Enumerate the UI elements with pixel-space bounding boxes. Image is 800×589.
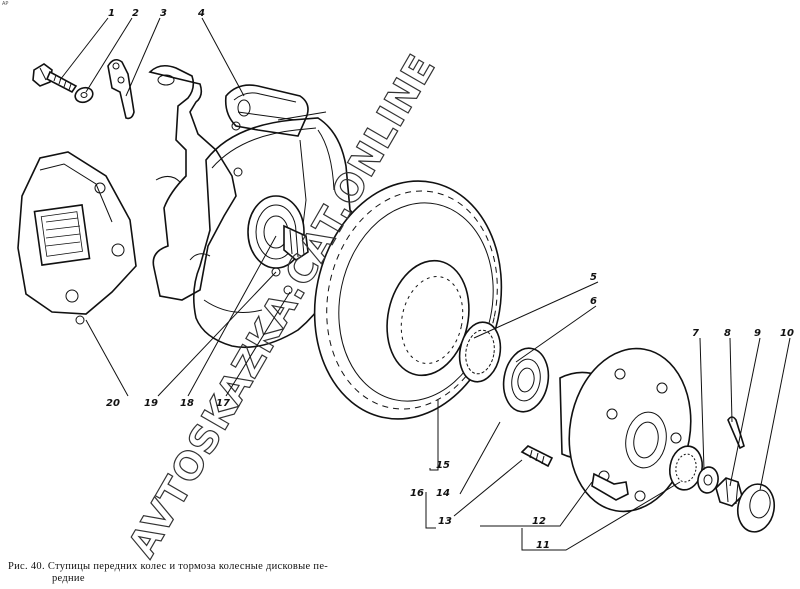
inner-bearing-part	[458, 321, 550, 413]
callout-8: 8	[724, 328, 731, 339]
callout-2: 2	[132, 8, 139, 19]
callout-18: 18	[180, 398, 194, 409]
wheel-stud-part	[520, 445, 629, 501]
spindle-part	[247, 195, 309, 295]
cotter-pin-part	[727, 416, 745, 450]
callout-7: 7	[692, 328, 699, 339]
callout-labels: 1 2 3 4 5 6 7 8 9 10 11 12 13 14 15 16 1…	[106, 8, 794, 551]
washer-part	[74, 86, 94, 104]
thrust-washer-part	[697, 466, 719, 494]
callout-15: 15	[436, 460, 450, 471]
callout-17: 17	[216, 398, 230, 409]
lock-plate-part	[107, 58, 135, 120]
brake-disc-part	[313, 180, 503, 420]
callout-1: 1	[108, 8, 115, 19]
hub-cap-part	[736, 483, 776, 533]
callout-10: 10	[780, 328, 794, 339]
bolt-part	[32, 63, 78, 94]
callout-5: 5	[590, 272, 597, 283]
caption-line-2: редние	[52, 573, 85, 584]
callout-9: 9	[754, 328, 761, 339]
callout-3: 3	[160, 8, 167, 19]
hub-nut-part	[715, 477, 743, 507]
leader-lines	[59, 17, 791, 551]
wheel-hub-part	[559, 347, 692, 513]
callout-16: 16	[410, 488, 424, 499]
callout-6: 6	[590, 296, 597, 307]
steering-knuckle-part	[148, 64, 309, 301]
callout-11: 11	[536, 540, 550, 551]
callout-20: 20	[106, 398, 120, 409]
callout-19: 19	[144, 398, 158, 409]
callout-14: 14	[436, 488, 450, 499]
callout-4: 4	[197, 8, 205, 19]
figure-caption: Рис. 40. Ступицы передних колес и тормоз…	[8, 561, 428, 585]
callout-13: 13	[438, 516, 452, 527]
caption-line-1: Рис. 40. Ступицы передних колес и тормоз…	[8, 561, 329, 572]
callout-12: 12	[532, 516, 546, 527]
corner-mark: AP	[2, 1, 9, 7]
brake-caliper-part	[17, 151, 137, 325]
